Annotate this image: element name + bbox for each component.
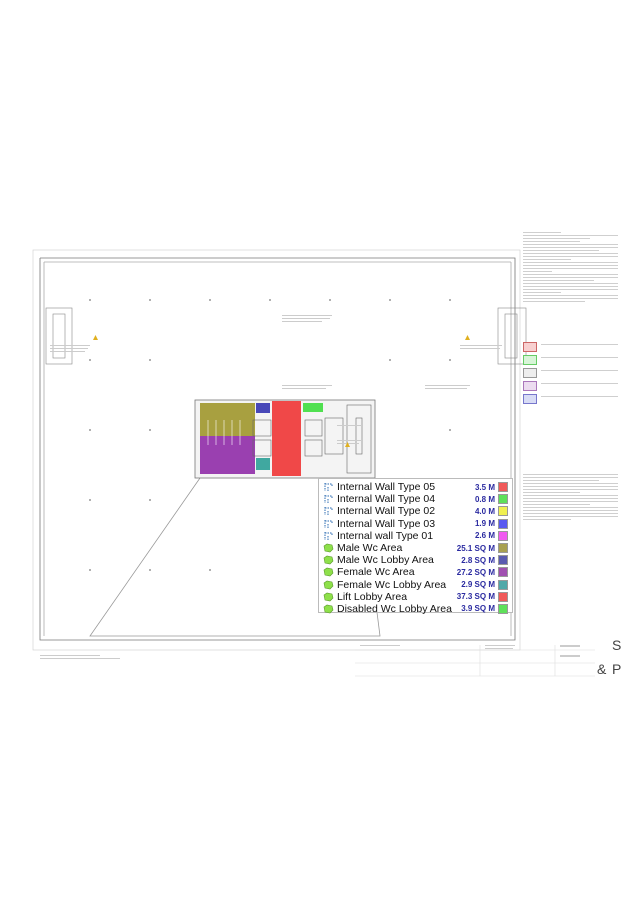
area-icon <box>323 555 334 565</box>
legend-label: Internal Wall Type 04 <box>337 493 436 506</box>
legend-value: 37.3 SQ M <box>456 592 495 602</box>
legend-value: 2.9 SQ M <box>461 580 495 590</box>
legend-item: Lift Lobby Area 37.3 SQ M <box>323 591 508 603</box>
warning-icon <box>93 335 470 447</box>
area-icon <box>323 604 334 614</box>
legend-swatch <box>498 591 508 602</box>
area-icon <box>323 543 334 553</box>
legend-value: 4.0 M <box>474 506 495 516</box>
stair-cores <box>45 307 527 365</box>
female-wc-lobby <box>256 458 270 470</box>
legend-item: Disabled Wc Lobby Area 3.9 SQ M <box>323 603 508 615</box>
logo-p: P <box>612 661 622 677</box>
lift-lobby <box>272 401 301 476</box>
legend-swatch <box>498 603 508 614</box>
legend-swatch <box>498 494 508 505</box>
wall-polyline-icon <box>324 483 333 492</box>
legend-item: Internal Wall Type 02 4.0 M <box>323 505 508 517</box>
female-wc-area <box>200 436 255 474</box>
legend-swatch <box>498 518 508 529</box>
legend-swatch <box>498 579 508 590</box>
legend-value: 3.9 SQ M <box>461 604 495 614</box>
legend-label: Male Wc Area <box>337 542 403 555</box>
legend-value: 2.8 SQ M <box>461 555 495 565</box>
legend-item: Male Wc Area 25.1 SQ M <box>323 542 508 554</box>
legend-item: Internal wall Type 01 2.6 M <box>323 530 508 542</box>
legend-label: Internal wall Type 01 <box>337 529 434 542</box>
legend-value: 2.6 M <box>474 531 495 541</box>
legend-label: Female Wc Area <box>337 566 415 579</box>
disabled-wc-lobby <box>303 403 323 412</box>
legend-item: Internal Wall Type 03 1.9 M <box>323 518 508 530</box>
logo-s: S <box>612 637 622 653</box>
legend-swatch <box>498 555 508 566</box>
legend-value: 27.2 SQ M <box>456 567 495 577</box>
legend-value: 3.5 M <box>474 482 495 492</box>
drawing-frame <box>32 249 521 651</box>
logo-amp: & <box>597 661 607 677</box>
general-notes-column <box>523 230 618 522</box>
legend-item: Internal Wall Type 04 0.8 M <box>323 493 508 505</box>
legend-swatch <box>498 506 508 517</box>
area-icon <box>323 592 334 602</box>
wall-polyline-icon <box>324 531 333 540</box>
legend-label: Internal Wall Type 05 <box>337 481 436 494</box>
wall-polyline-icon <box>324 507 333 516</box>
area-icon <box>323 580 334 589</box>
wall-polyline-icon <box>324 495 333 504</box>
legend-value: 0.8 M <box>474 494 495 504</box>
legend-value: 25.1 SQ M <box>456 543 495 553</box>
wall-polyline-icon <box>324 519 333 528</box>
legend-label: Female Wc Lobby Area <box>337 578 447 591</box>
legend-item: Male Wc Lobby Area 2.8 SQ M <box>323 554 508 566</box>
legend-label: Disabled Wc Lobby Area <box>337 602 452 615</box>
legend-value: 1.9 M <box>474 519 495 529</box>
legend-label: Lift Lobby Area <box>337 590 408 603</box>
legend-swatch <box>498 482 508 493</box>
male-wc-lobby <box>256 403 270 413</box>
legend-label: Internal Wall Type 03 <box>337 517 436 530</box>
title-block <box>355 645 595 677</box>
legend-item: Internal Wall Type 05 3.5 M <box>323 481 508 493</box>
central-core <box>194 399 376 479</box>
male-wc-area <box>200 403 255 436</box>
legend-swatch <box>498 567 508 578</box>
area-icon <box>323 568 334 577</box>
legend-item: Female Wc Lobby Area 2.9 SQ M <box>323 579 508 591</box>
legend-swatch <box>498 530 508 541</box>
legend-item: Female Wc Area 27.2 SQ M <box>323 566 508 578</box>
legend-label: Male Wc Lobby Area <box>337 554 434 567</box>
legend-swatch <box>498 543 508 554</box>
column-grid <box>89 299 451 571</box>
legend-label: Internal Wall Type 02 <box>337 505 436 518</box>
